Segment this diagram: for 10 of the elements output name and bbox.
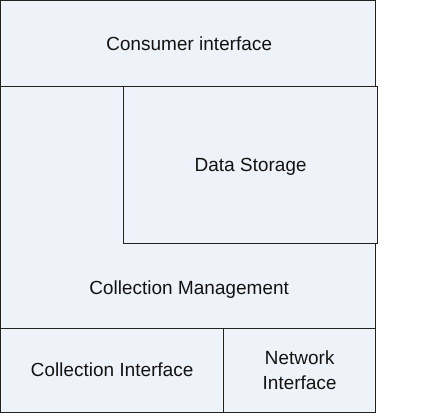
layer-box	[0, 86, 376, 329]
layer-box	[123, 86, 378, 244]
layer-box	[0, 0, 376, 87]
layer-box	[223, 328, 376, 413]
layer-label: Network Interface	[262, 346, 338, 396]
layer-label: Collection Interface	[30, 359, 194, 383]
layer-label: Consumer interface	[106, 33, 272, 57]
layer-label: Data Storage	[194, 154, 306, 178]
layer-box	[0, 328, 224, 413]
layer-label: Collection Management	[89, 276, 289, 300]
